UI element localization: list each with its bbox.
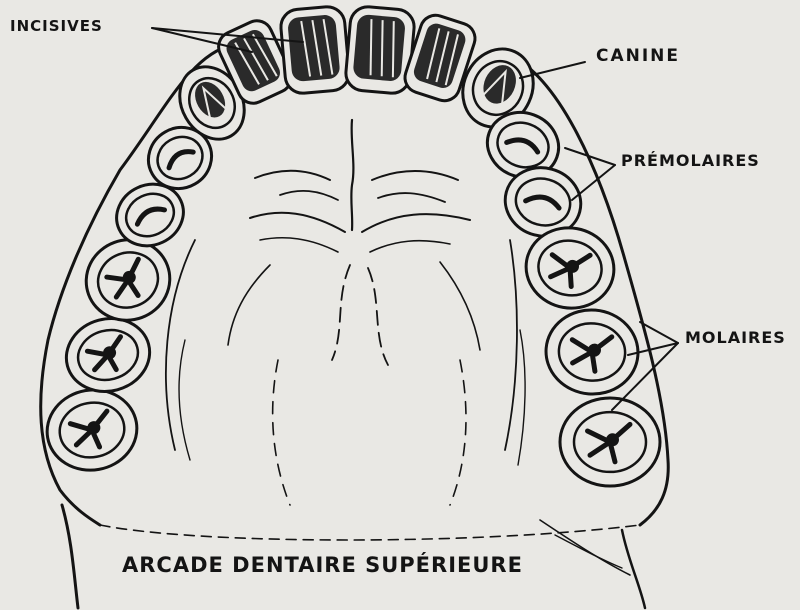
tooth-left-molar-3 bbox=[41, 383, 144, 477]
tooth-left-incisor-1 bbox=[279, 5, 350, 94]
diagram-caption: ARCADE DENTAIRE SUPÉRIEURE bbox=[122, 555, 523, 576]
canine-label: CANINE bbox=[596, 48, 680, 65]
tooth-left-molar-2 bbox=[58, 309, 158, 400]
tooth-right-molar-3 bbox=[560, 398, 660, 486]
tooth-left-molar-1 bbox=[75, 228, 181, 332]
incisors-label: INCISIVES bbox=[10, 19, 103, 34]
premolars-label: PRÉMOLAIRES bbox=[621, 153, 760, 169]
teeth-group bbox=[41, 5, 660, 486]
palate-rugae bbox=[166, 120, 525, 505]
tooth-right-molar-2 bbox=[543, 306, 642, 398]
molars-label: MOLAIRES bbox=[685, 330, 786, 346]
